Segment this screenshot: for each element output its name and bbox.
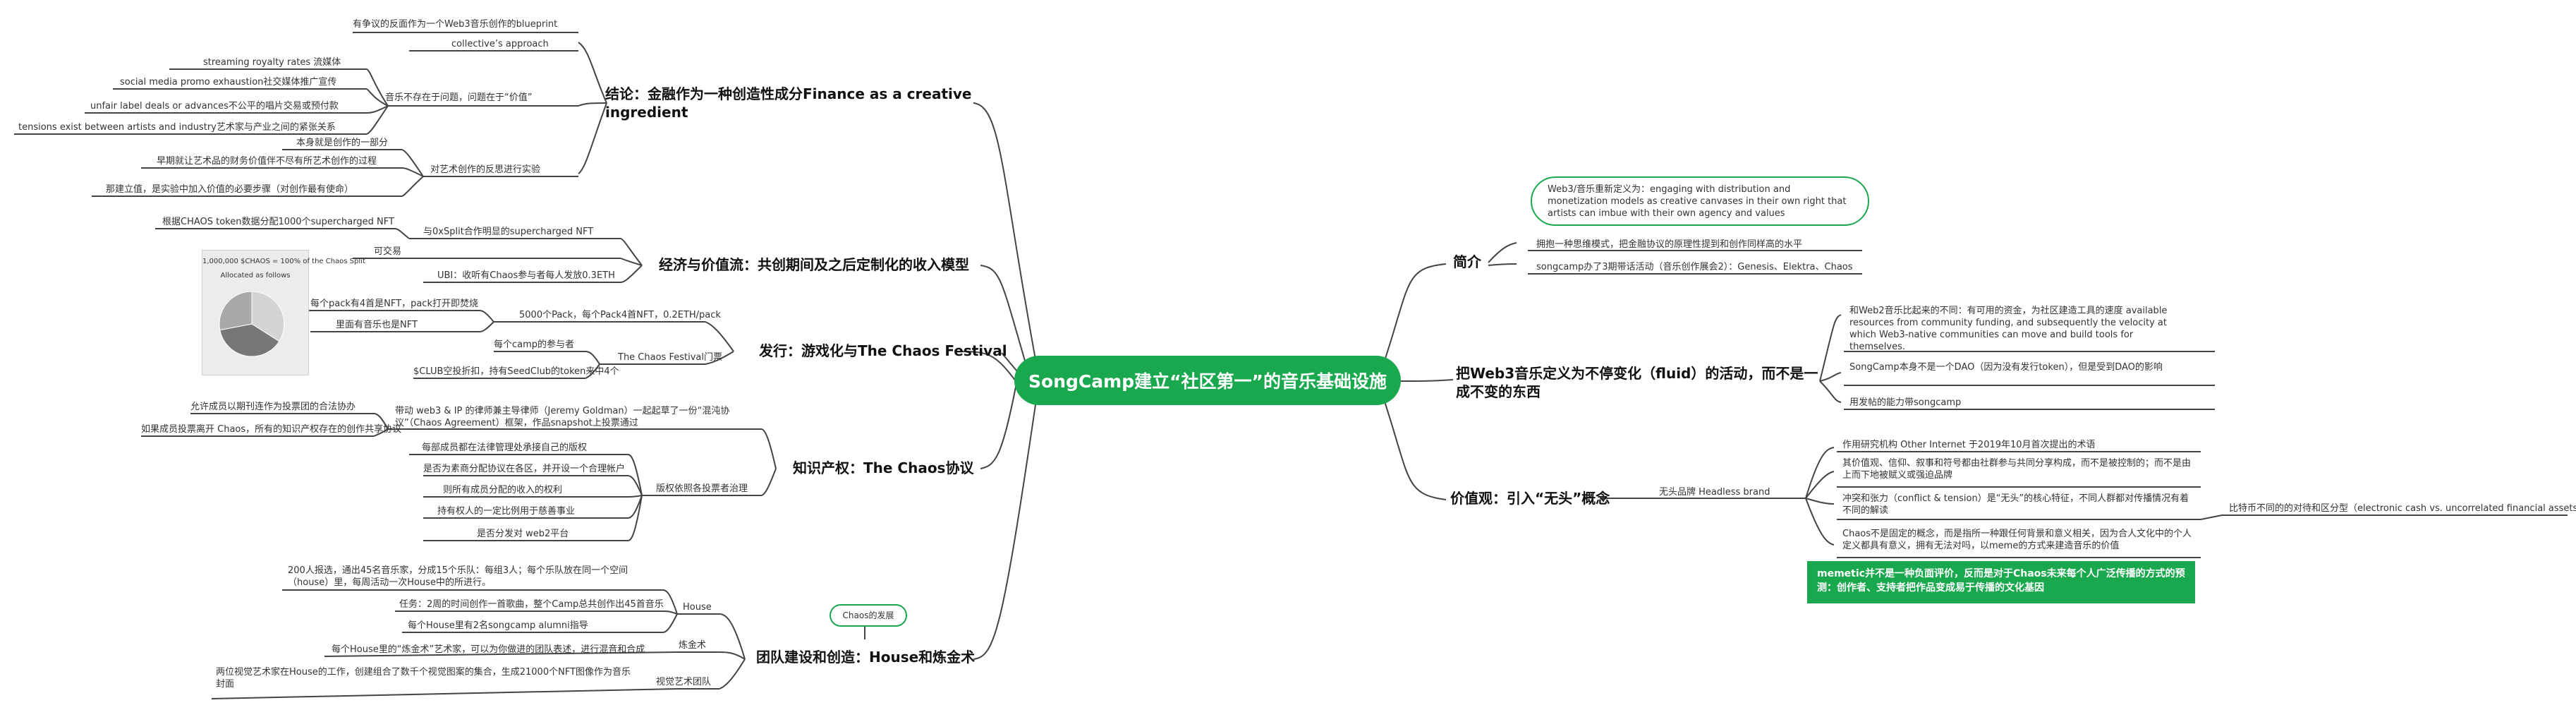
allocation-pie-chart: 1,000,000 $CHAOS = 100% of the Chaos Spl…	[202, 250, 365, 375]
conclusion-art-sub: 对艺术创作的反思进行实验	[430, 164, 541, 175]
house-item: 每个House里有2名songcamp alumni指导	[408, 620, 588, 631]
branch-intro-title[interactable]: 简介	[1453, 253, 1481, 270]
branch-team-title[interactable]: 团队建设和创造：House和炼金术	[756, 649, 976, 666]
pie-slice	[219, 291, 253, 331]
music-item: unfair label deals or advances不公平的唱片交易或预…	[90, 101, 339, 112]
art-item: 早期就让艺术品的财务价值伴不尽有所艺术创作的过程	[157, 156, 377, 167]
econ-item: 可交易	[374, 246, 402, 257]
art-item: 本身就是创作的一部分	[296, 138, 389, 148]
ip-item: 版权依照各投票者治理	[656, 483, 748, 494]
pie-svg	[219, 291, 285, 357]
ip-right-item: 则所有成员分配的收入的权利	[443, 485, 563, 495]
pack-item: 每个pack有4首是NFT，pack打开即焚烧	[310, 299, 478, 309]
team-alch-label: 炼金术	[679, 640, 707, 651]
ip-right-item: 是否为素商分配协议在各区，并开设一个合理帐户	[423, 464, 626, 474]
fest-item: $CLUB空投折扣，持有SeedClub的token来中4个	[413, 366, 619, 377]
root-node[interactable]: SongCamp建立“社区第一”的音乐基础设施	[1014, 356, 1401, 405]
music-item: tensions exist between artists and indus…	[18, 122, 336, 133]
econ-item: 与0xSplit合作明显的supercharged NFT	[423, 227, 594, 237]
branch-econ-title[interactable]: 经济与价值流：共创期间及之后定制化的收入模型	[659, 256, 969, 273]
intro-bubble: Web3/音乐重新定义为：engaging with distribution …	[1531, 176, 1869, 226]
visual-item: 两位视觉艺术家在House的工作，创建组合了数千个视觉图案的集合，生成21000…	[216, 667, 631, 690]
value-callout: memetic并不是一种负面评价，反而是对于Chaos未来每个人广泛传播的方式的…	[1807, 561, 2195, 603]
team-bubble: Chaos的发展	[830, 604, 907, 627]
intro-item: songcamp办了3期带话活动（音乐创作展会2）：Genesis、Elektr…	[1536, 262, 1853, 272]
value-item: Chaos不是固定的概念，而是指所一种跟任何背景和意义相关，因为合人文化中的个人…	[1842, 529, 2192, 551]
music-item: streaming royalty rates 流媒体	[203, 57, 341, 68]
econ-far-item: 根据CHAOS token数据分配1000个supercharged NFT	[162, 217, 394, 227]
issue-item: 5000个Pack，每个Pack4首NFT，0.2ETH/pack	[519, 310, 721, 320]
house-item: 200人报选，通出45名音乐家，分成15个乐队：每组3人；每个乐队放在同一个空间…	[288, 565, 628, 588]
fest-item: 每个camp的参与者	[494, 339, 575, 350]
value-item: 冲突和张力（conflict & tension）是“无头”的核心特征，不同人群…	[1842, 493, 2189, 516]
value-item: 作用研究机构 Other Internet 于2019年10月首次提出的术语	[1842, 440, 2096, 450]
chart-title: 1,000,000 $CHAOS = 100% of the Chaos Spl…	[202, 258, 365, 265]
ip-right-item: 持有权人的一定比例用于慈善事业	[437, 506, 576, 517]
conclusion-music-sub: 音乐不存在于问题，问题在于“价值”	[385, 92, 533, 103]
value-far-note: 比特币不同的的对待和区分型（electronic cash vs. uncorr…	[2229, 503, 2576, 514]
fluid-item: SongCamp本身不是一个DAO（因为没有发行token），但是受到DAO的影…	[1849, 362, 2163, 373]
conclusion-item: 有争议的反面作为一个Web3音乐创作的blueprint	[353, 19, 558, 30]
intro-item: 拥抱一种思维模式，把金融协议的原理性提到和创作同样高的水平	[1536, 239, 1803, 250]
house-item: 任务：2周的时间创作一首歌曲，整个Camp总共创作出45首音乐	[399, 599, 664, 610]
ip-left-item: 允许成员以期刊连作为投票团的合法协办	[190, 402, 356, 412]
fluid-item: 用发帖的能力带songcamp	[1849, 397, 1962, 408]
team-house-label: House	[683, 602, 712, 613]
team-visual-label: 视觉艺术团队	[656, 677, 712, 687]
issue-item: The Chaos Festival门票	[618, 352, 722, 363]
alch-item: 每个House里的“炼金术”艺术家，可以为你做进的团队表述，进行混音和合成	[332, 644, 645, 655]
ip-item: 带动 web3 & IP 的律师兼主导律师（Jeremy Goldman）一起起…	[395, 406, 730, 428]
pack-item: 里面有音乐也是NFT	[336, 320, 418, 330]
conclusion-item: collective’s approach	[451, 39, 549, 49]
ip-right-item: 是否分发对 web2平台	[477, 529, 569, 539]
music-item: social media promo exhaustion社交媒体推广宣传	[120, 77, 337, 88]
chart-subtitle: Allocated as follows	[220, 272, 291, 279]
value-item: 其价值观、信仰、叙事和符号都由社群参与共同分享构成，而不是被控制的；而不是由上而…	[1842, 458, 2192, 481]
pie-slice	[219, 323, 280, 357]
branch-ip-title[interactable]: 知识产权：The Chaos协议	[793, 459, 974, 476]
value-sub-headless: 无头品牌 Headless brand	[1659, 487, 1770, 498]
art-item: 那建立值，是实验中加入价值的必要步骤（对创作最有使命）	[106, 184, 354, 195]
branch-issue-title[interactable]: 发行：游戏化与The Chaos Festival	[759, 342, 1007, 359]
fluid-item: 和Web2音乐比起来的不同：有可用的资金，为社区建造工具的速度 availabl…	[1849, 306, 2168, 352]
econ-item: UBI：收听有Chaos参与者每人发放0.3ETH	[437, 270, 615, 281]
ip-left-item: 如果成员投票离开 Chaos，所有的知识产权存在的创作共享协议	[141, 424, 402, 435]
ip-right-item: 每部成员都在法律管理处承接自己的版权	[422, 443, 588, 453]
branch-value-title[interactable]: 价值观：引入“无头”概念	[1450, 490, 1610, 507]
branch-conclusion-title[interactable]: 结论：金融作为一种创造性成分Finance as a creative ingr…	[605, 85, 972, 121]
branch-fluid-title[interactable]: 把Web3音乐定义为不停变化（fluid）的活动，而不是一成不变的东西	[1456, 365, 1818, 400]
